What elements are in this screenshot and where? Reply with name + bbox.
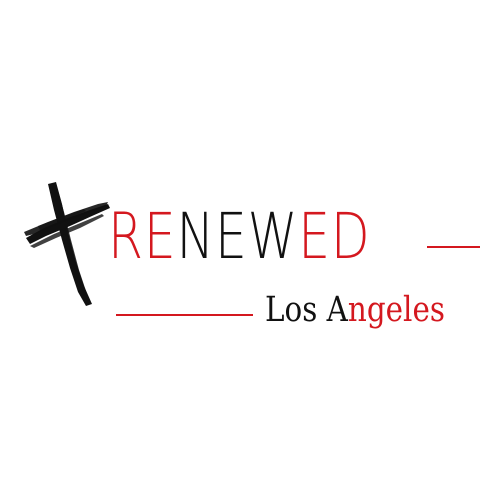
location-subtitle: Los Angeles xyxy=(265,288,445,332)
wordmark-letter: R xyxy=(108,200,144,273)
brush-stroke-cross-icon xyxy=(24,182,110,306)
subtitle-part: Los A xyxy=(265,290,348,330)
renewed-wordmark: RENEWED xyxy=(108,201,371,273)
subtitle-part: ngeles xyxy=(347,290,445,330)
wordmark-letter: N xyxy=(176,200,215,273)
wordmark-letter: E xyxy=(214,200,248,273)
wordmark-letter: E xyxy=(143,200,177,273)
top-accent-rule xyxy=(427,246,480,248)
wordmark-letter: D xyxy=(330,200,371,273)
wordmark-letter: W xyxy=(247,200,299,273)
wordmark-letter: E xyxy=(298,200,331,273)
bottom-accent-rule xyxy=(116,314,253,316)
